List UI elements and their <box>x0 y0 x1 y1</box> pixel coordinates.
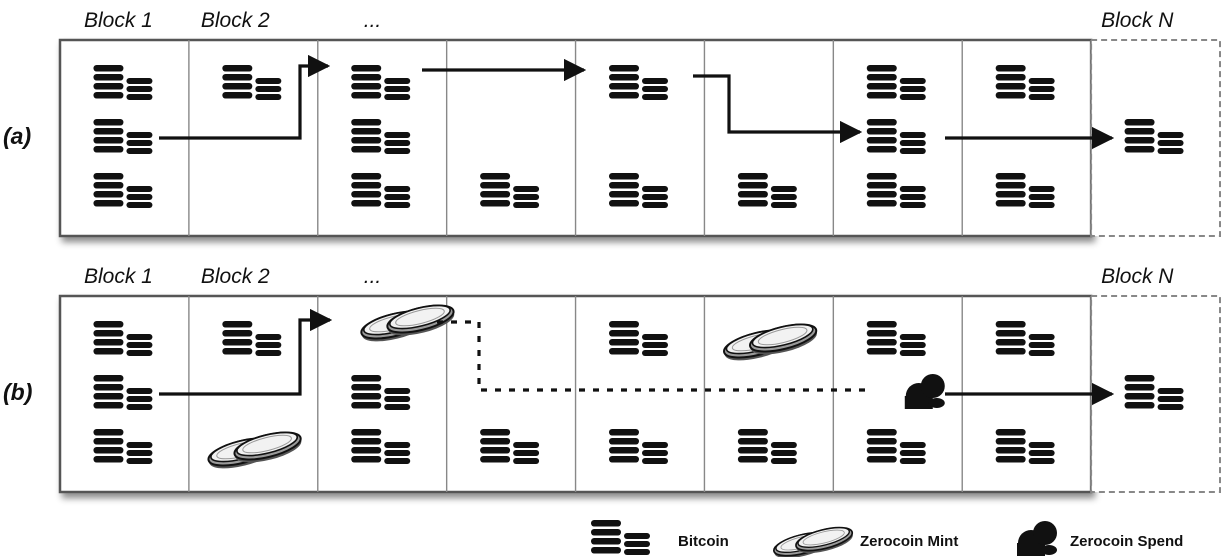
flow-arrow-1 <box>159 308 333 396</box>
bitcoin-icon <box>222 321 282 356</box>
row-label: (b) <box>3 379 32 405</box>
bitcoin-icon <box>93 65 153 100</box>
bitcoin-icon <box>1124 119 1184 154</box>
block-label-2: Block 2 <box>201 9 270 32</box>
bitcoin-icon <box>480 429 540 464</box>
bitcoin-icon <box>351 119 411 154</box>
bitcoin-icon <box>609 429 668 464</box>
bitcoin-icon <box>480 173 540 208</box>
block-2 <box>207 321 302 469</box>
zerocoin-mint-icon <box>360 304 455 342</box>
transaction-flow <box>159 54 1115 150</box>
block-7 <box>866 65 926 208</box>
block-label-n: Block N <box>1101 265 1174 288</box>
transaction-flow <box>159 308 1115 406</box>
bitcoin-icon <box>93 173 153 208</box>
bitcoin-icon <box>93 321 153 356</box>
flow-arrow-1 <box>159 54 331 140</box>
zerocoin-mint-icon <box>207 431 302 469</box>
block-9 <box>1124 375 1184 410</box>
row-label: (a) <box>3 123 31 149</box>
bitcoin-icon <box>351 65 411 100</box>
block-label-ellipsis: ... <box>364 9 382 32</box>
zerocoin-mint-icon <box>723 323 818 361</box>
bitcoin-icon <box>995 321 1055 356</box>
bitcoin-icon <box>351 375 411 410</box>
bitcoin-icon <box>93 375 153 410</box>
bitcoin-icon <box>995 65 1055 100</box>
legend: Bitcoin Zerocoin Mint Zerocoin Spend <box>591 520 1183 557</box>
bitcoin-icon <box>93 119 153 154</box>
bitcoin-icon <box>995 173 1055 208</box>
bitcoin-icon <box>351 429 411 464</box>
block-label-1: Block 1 <box>84 265 153 288</box>
bitcoin-icon <box>737 429 797 464</box>
block-label-2: Block 2 <box>201 265 270 288</box>
row-a: Block 1 Block 2... Block N (a) <box>3 9 1221 238</box>
block-label-1: Block 1 <box>84 9 153 32</box>
block-1 <box>93 321 153 464</box>
legend-item-spend: Zerocoin Spend <box>1017 521 1183 556</box>
bitcoin-icon <box>609 173 668 208</box>
bitcoin-icon <box>591 520 650 555</box>
block-5 <box>609 321 668 464</box>
zerocoin-spend-icon <box>1017 521 1057 556</box>
legend-item-bitcoin: Bitcoin <box>591 520 729 555</box>
legend-label: Bitcoin <box>678 533 729 550</box>
block-9 <box>1124 119 1184 154</box>
zerocoin-spend-icon <box>904 374 945 409</box>
bitcoin-icon <box>1124 375 1184 410</box>
flow-arrow-3 <box>693 74 863 144</box>
zerocoin-hidden-link <box>437 320 870 392</box>
block-1 <box>93 65 153 208</box>
bitcoin-icon <box>866 65 926 100</box>
bitcoin-icon <box>866 173 926 208</box>
block-3 <box>351 65 411 208</box>
block-8 <box>995 321 1055 464</box>
block-8 <box>995 65 1055 208</box>
block-4 <box>480 429 540 464</box>
bitcoin-icon <box>866 119 926 154</box>
bitcoin-icon <box>222 65 282 100</box>
block-2 <box>222 65 282 100</box>
legend-label: Zerocoin Spend <box>1070 533 1183 550</box>
row-b: Block 1 Block 2... Block N (b) <box>3 265 1221 494</box>
bitcoin-icon <box>351 173 411 208</box>
legend-label: Zerocoin Mint <box>860 533 958 550</box>
bitcoin-icon <box>93 429 153 464</box>
block-7 <box>866 321 945 464</box>
bitcoin-icon <box>866 429 926 464</box>
bitcoin-icon <box>609 65 668 100</box>
block-5 <box>609 65 668 208</box>
block-4 <box>480 173 540 208</box>
bitcoin-icon <box>995 429 1055 464</box>
bitcoin-icon <box>609 321 668 356</box>
block-6 <box>723 323 818 464</box>
block-6 <box>737 173 797 208</box>
legend-item-mint: Zerocoin Mint <box>773 526 958 557</box>
bitcoin-icon <box>737 173 797 208</box>
block-label-n: Block N <box>1101 9 1174 32</box>
zerocoin-mint-icon <box>773 526 854 557</box>
block-label-ellipsis: ... <box>364 265 382 288</box>
bitcoin-icon <box>866 321 926 356</box>
block-3 <box>351 304 455 464</box>
